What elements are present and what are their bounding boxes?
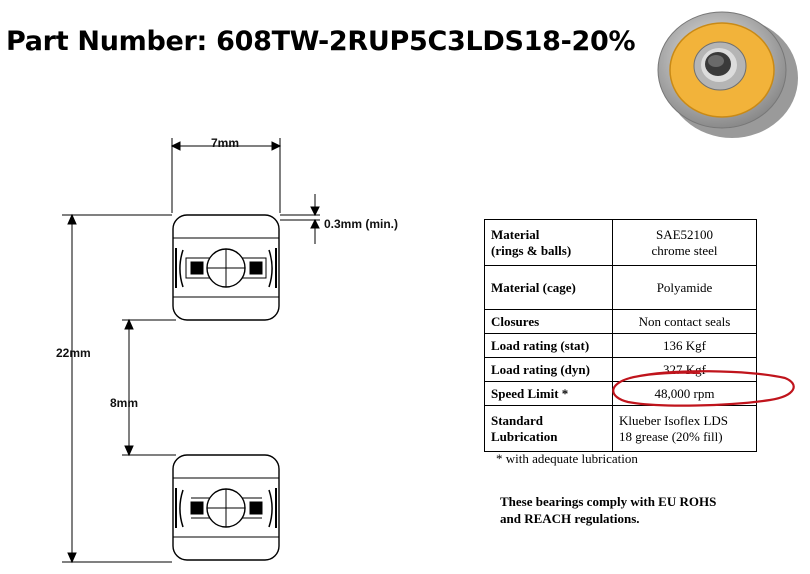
compliance-line: These bearings comply with EU ROHS	[500, 494, 717, 509]
spec-value-line: 18 grease (20% fill)	[619, 428, 723, 444]
bore-dimension-label: 8mm	[110, 396, 139, 410]
spec-label-line: Lubrication	[491, 428, 558, 444]
spec-label-line: Standard	[491, 412, 544, 428]
spec-value-line: SAE52100	[655, 226, 714, 242]
table-row: Closures Non contact seals	[484, 309, 757, 334]
cross-section-drawing	[62, 138, 320, 564]
spec-value-line: Klueber Isoflex LDS	[619, 412, 729, 428]
table-row: Material (rings & balls) SAE52100 chrome…	[484, 219, 757, 266]
table-row: Load rating (dyn) 327 Kgf	[484, 357, 757, 382]
spec-label: Material (cage)	[484, 265, 613, 310]
table-row: Material (cage) Polyamide	[484, 265, 757, 310]
spec-label-line: Material	[491, 226, 540, 242]
spec-value: 48,000 rpm	[612, 381, 757, 406]
spec-value: SAE52100 chrome steel	[612, 219, 757, 266]
table-row: Load rating (stat) 136 Kgf	[484, 333, 757, 358]
spec-value: 136 Kgf	[612, 333, 757, 358]
spec-label: Load rating (dyn)	[484, 357, 613, 382]
footnote: * with adequate lubrication	[496, 451, 638, 466]
spec-label: Standard Lubrication	[484, 405, 613, 452]
spec-value: Polyamide	[612, 265, 757, 310]
compliance-line: and REACH regulations.	[500, 511, 640, 526]
spec-value: 327 Kgf	[612, 357, 757, 382]
spec-label: Speed Limit *	[484, 381, 613, 406]
bearing-photo	[657, 11, 798, 138]
table-row: Speed Limit * 48,000 rpm	[484, 381, 757, 406]
outer-diameter-label: 22mm	[56, 346, 91, 360]
compliance-note: These bearings comply with EU ROHS and R…	[500, 493, 716, 527]
spec-label: Material (rings & balls)	[484, 219, 613, 266]
spec-value: Klueber Isoflex LDS 18 grease (20% fill)	[612, 405, 757, 452]
spec-value-line: chrome steel	[651, 242, 718, 258]
width-dimension-label: 7mm	[211, 136, 240, 150]
page-title: Part Number: 608TW-2RUP5C3LDS18-20%	[6, 26, 636, 57]
clearance-dimension-label: 0.3mm (min.)	[324, 217, 399, 231]
spec-value: Non contact seals	[612, 309, 757, 334]
speed-limit-highlight-circle	[612, 370, 795, 407]
spec-label-line: (rings & balls)	[491, 242, 572, 258]
table-row: Standard Lubrication Klueber Isoflex LDS…	[484, 405, 757, 452]
spec-label: Load rating (stat)	[484, 333, 613, 358]
spec-label: Closures	[484, 309, 613, 334]
specs-table: Material (rings & balls) SAE52100 chrome…	[484, 219, 757, 452]
